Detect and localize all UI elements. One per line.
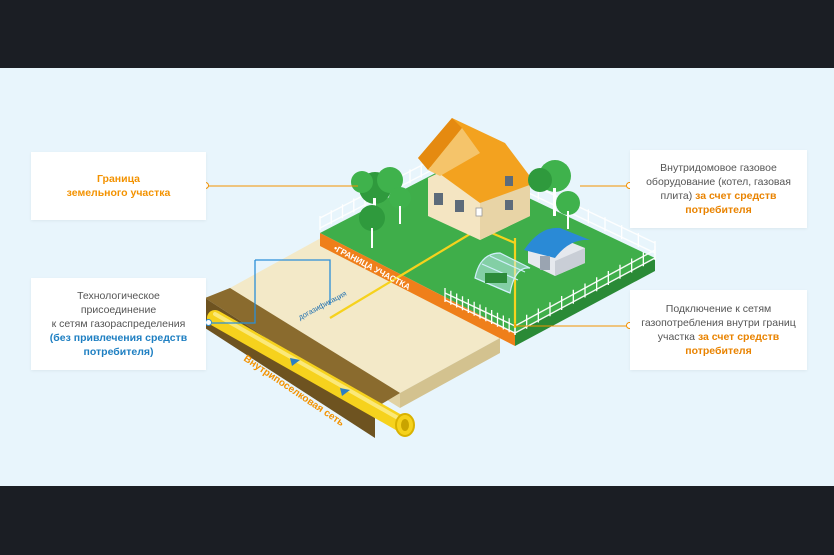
- boundary-card: Граница земельного участка: [31, 152, 206, 220]
- tree-icon: [351, 160, 580, 248]
- indoor-line1: Внутридомовое газовое: [660, 162, 777, 174]
- connection-dot: [205, 319, 212, 326]
- consumption-line3-bold: за счет средств: [697, 331, 780, 343]
- indoor-line3-bold: за счет средств: [695, 190, 777, 202]
- indoor-card: Внутридомовое газовое оборудование (коте…: [630, 150, 807, 228]
- connection-line2: к сетям газораспределения: [51, 318, 186, 330]
- connection-card: Технологическое присоединение к сетям га…: [31, 278, 206, 370]
- bottom-letterbox: [0, 486, 834, 555]
- diagram-canvas: •ГРАНИЦА УЧАСТКА догазификация Внутрипос…: [0, 68, 834, 486]
- consumption-line3: участка за счет средств: [658, 330, 780, 344]
- consumption-card: Подключение к сетям газопотребления внут…: [630, 290, 807, 370]
- top-letterbox: [0, 0, 834, 68]
- connection-line1: Технологическое присоединение: [77, 290, 160, 316]
- gasification-scene: •ГРАНИЦА УЧАСТКА догазификация Внутрипос…: [205, 118, 656, 438]
- greenhouse-icon: [474, 252, 531, 294]
- indoor-line2: оборудование (котел, газовая: [646, 176, 791, 188]
- connection-line3: (без привлечения средств: [49, 332, 188, 344]
- connection-line4: потребителя): [83, 346, 154, 358]
- leader-lines: [207, 185, 630, 327]
- indoor-line3: плита) за счет средств: [661, 189, 777, 203]
- connection-line: [212, 259, 331, 324]
- indoor-line4: потребителя: [685, 204, 752, 216]
- shed-icon: [524, 227, 590, 276]
- house-icon: [418, 118, 535, 240]
- boundary-line2: земельного участка: [66, 187, 171, 199]
- gas-pipe-icon: [205, 288, 415, 438]
- boundary-line1: Граница: [96, 173, 141, 185]
- indoor-line3-plain: плита): [660, 190, 693, 202]
- consumption-line1: Подключение к сетям: [665, 303, 772, 315]
- consumption-line4: потребителя: [685, 345, 752, 357]
- consumption-line2: газопотребления внутри границ: [641, 317, 796, 329]
- consumption-line3-plain: участка: [657, 331, 696, 343]
